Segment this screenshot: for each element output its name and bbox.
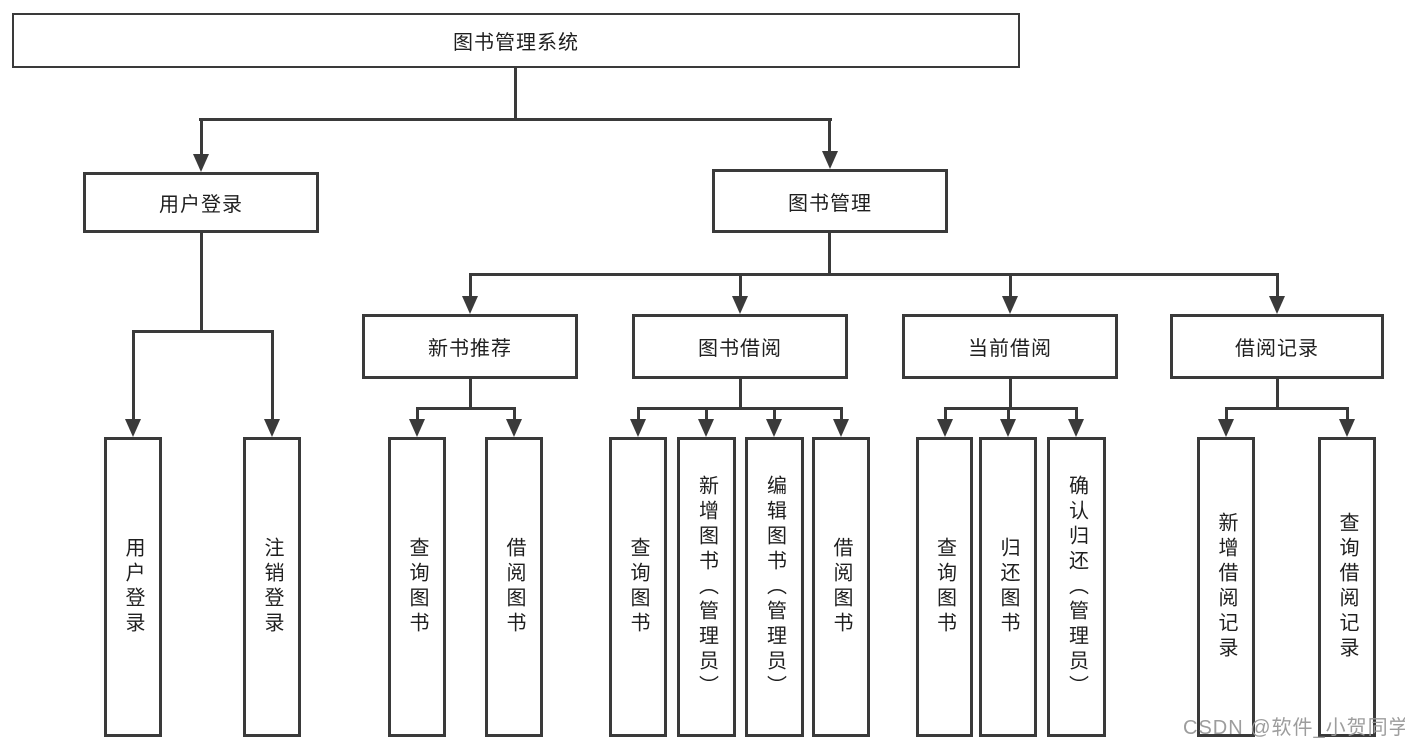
leaf-query-books-current-label: 查询图书 xyxy=(933,537,956,637)
connector-line xyxy=(944,407,947,421)
leaf-return-books: 归还图书 xyxy=(979,437,1037,737)
connector-line xyxy=(199,118,832,121)
arrowhead-icon xyxy=(462,296,478,314)
leaf-user-login-label: 用户登录 xyxy=(122,537,144,637)
node-user-login-label: 用户登录 xyxy=(159,194,243,216)
connector-line xyxy=(773,407,776,421)
arrowhead-icon xyxy=(1269,296,1285,314)
arrowhead-icon xyxy=(1068,419,1084,437)
node-borrow-records-label: 借阅记录 xyxy=(1235,338,1319,360)
node-book-borrowing: 图书借阅 xyxy=(632,314,848,379)
arrowhead-icon xyxy=(1218,419,1234,437)
arrowhead-icon xyxy=(630,419,646,437)
connector-line xyxy=(1276,379,1279,410)
node-new-book-recommend-label: 新书推荐 xyxy=(428,338,512,360)
arrowhead-icon xyxy=(833,419,849,437)
connector-line xyxy=(1225,407,1228,421)
leaf-add-borrow-record-label: 新增借阅记录 xyxy=(1215,512,1237,662)
arrowhead-icon xyxy=(937,419,953,437)
connector-line xyxy=(200,118,203,156)
connector-line xyxy=(416,407,516,410)
leaf-return-books-label: 归还图书 xyxy=(997,537,1019,637)
connector-line xyxy=(132,330,135,421)
arrowhead-icon xyxy=(698,419,714,437)
leaf-logout: 注销登录 xyxy=(243,437,301,737)
connector-line xyxy=(1009,379,1012,410)
leaf-query-borrow-record-label: 查询借阅记录 xyxy=(1336,512,1358,662)
connector-line xyxy=(271,330,274,421)
node-new-book-recommend: 新书推荐 xyxy=(362,314,578,379)
arrowhead-icon xyxy=(264,419,280,437)
leaf-add-books-admin-label: 新增图书（管理员） xyxy=(695,474,718,700)
connector-line xyxy=(944,407,1078,410)
connector-line xyxy=(637,407,843,410)
node-root: 图书管理系统 xyxy=(12,13,1020,68)
connector-line xyxy=(1075,407,1078,421)
arrowhead-icon xyxy=(506,419,522,437)
node-current-borrowing-label: 当前借阅 xyxy=(968,338,1052,360)
connector-line xyxy=(1225,407,1349,410)
node-book-management-label: 图书管理 xyxy=(788,192,872,215)
leaf-user-login: 用户登录 xyxy=(104,437,162,737)
arrowhead-icon xyxy=(766,419,782,437)
connector-line xyxy=(200,233,203,333)
node-borrow-records: 借阅记录 xyxy=(1170,314,1384,379)
connector-line xyxy=(637,407,640,421)
arrowhead-icon xyxy=(125,419,141,437)
arrowhead-icon xyxy=(1002,296,1018,314)
leaf-add-books-admin: 新增图书（管理员） xyxy=(677,437,736,737)
arrowhead-icon xyxy=(409,419,425,437)
connector-line xyxy=(1276,273,1279,298)
leaf-query-books-borrowing: 查询图书 xyxy=(609,437,667,737)
connector-line xyxy=(132,330,274,333)
leaf-borrow-books-recommend-label: 借阅图书 xyxy=(503,537,525,637)
connector-line xyxy=(416,407,419,421)
csdn-watermark: CSDN @软件_小贺同学 xyxy=(1183,717,1405,739)
connector-line xyxy=(1009,273,1012,298)
leaf-query-books-recommend-label: 查询图书 xyxy=(406,537,428,637)
arrowhead-icon xyxy=(822,151,838,169)
connector-line xyxy=(705,407,708,421)
node-current-borrowing: 当前借阅 xyxy=(902,314,1118,379)
node-book-management: 图书管理 xyxy=(712,169,948,233)
leaf-edit-books-admin: 编辑图书（管理员） xyxy=(745,437,804,737)
leaf-confirm-return-admin: 确认归还（管理员） xyxy=(1047,437,1106,737)
arrowhead-icon xyxy=(732,296,748,314)
leaf-borrow-books-recommend: 借阅图书 xyxy=(485,437,543,737)
connector-line xyxy=(513,407,516,421)
leaf-borrow-books-borrowing: 借阅图书 xyxy=(812,437,870,737)
leaf-query-books-recommend: 查询图书 xyxy=(388,437,446,737)
connector-line xyxy=(469,273,472,298)
leaf-logout-label: 注销登录 xyxy=(261,537,283,637)
connector-line xyxy=(828,233,831,276)
connector-line xyxy=(739,379,742,410)
connector-line xyxy=(1346,407,1349,421)
arrowhead-icon xyxy=(1339,419,1355,437)
connector-line xyxy=(739,273,742,298)
connector-line xyxy=(1007,407,1010,421)
connector-line xyxy=(469,273,1279,276)
leaf-query-borrow-record: 查询借阅记录 xyxy=(1318,437,1376,737)
connector-line xyxy=(840,407,843,421)
leaf-query-books-borrowing-label: 查询图书 xyxy=(627,537,649,637)
leaf-borrow-books-borrowing-label: 借阅图书 xyxy=(830,537,852,637)
arrowhead-icon xyxy=(193,154,209,172)
leaf-confirm-return-admin-label: 确认归还（管理员） xyxy=(1065,474,1088,700)
connector-line xyxy=(469,379,472,410)
leaf-add-borrow-record: 新增借阅记录 xyxy=(1197,437,1255,737)
node-user-login: 用户登录 xyxy=(83,172,319,233)
connector-line xyxy=(514,68,517,121)
node-book-borrowing-label: 图书借阅 xyxy=(698,338,782,360)
node-root-label: 图书管理系统 xyxy=(453,32,579,54)
connector-line xyxy=(828,118,831,153)
leaf-query-books-current: 查询图书 xyxy=(916,437,973,737)
leaf-edit-books-admin-label: 编辑图书（管理员） xyxy=(763,474,786,700)
arrowhead-icon xyxy=(1000,419,1016,437)
